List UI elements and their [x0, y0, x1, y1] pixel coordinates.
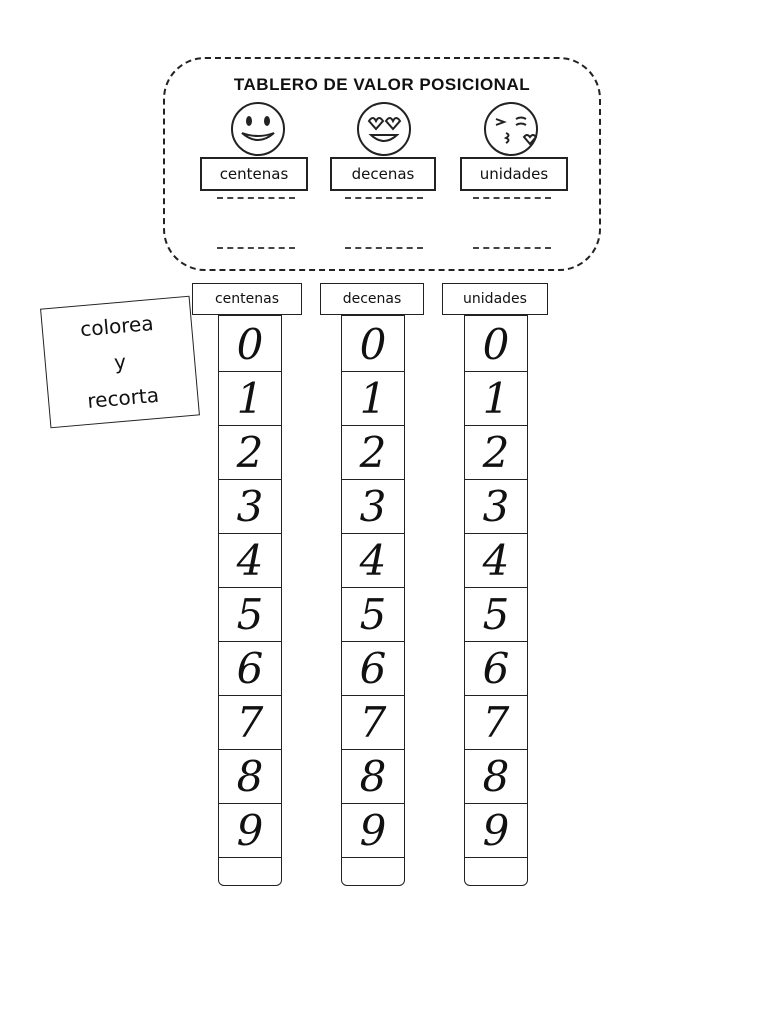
- column-label-decenas: decenas: [320, 283, 424, 315]
- digit-cell: 2: [342, 426, 404, 480]
- smiling-face-icon: [225, 101, 291, 157]
- instruction-line: y: [113, 349, 127, 375]
- digit-cell: 6: [465, 642, 527, 696]
- digit-cell: 0: [465, 318, 527, 372]
- digit-cell: 8: [342, 750, 404, 804]
- heart-eyes-face-icon: [351, 101, 417, 157]
- digit-cell: 2: [465, 426, 527, 480]
- digit-cell: 1: [342, 372, 404, 426]
- digit-cell: 3: [342, 480, 404, 534]
- digit-cell: 1: [219, 372, 281, 426]
- digit-cell: 6: [342, 642, 404, 696]
- digit-cell: 3: [465, 480, 527, 534]
- instruction-line: recorta: [86, 382, 160, 413]
- digit-cell: 8: [219, 750, 281, 804]
- digit-strip-centenas: 0 1 2 3 4 5 6 7 8 9: [218, 315, 282, 886]
- write-line: [345, 197, 423, 199]
- digit-cell: 7: [342, 696, 404, 750]
- digit-cell: 8: [465, 750, 527, 804]
- board-label-decenas: decenas: [330, 157, 436, 191]
- digit-cell: 5: [219, 588, 281, 642]
- digit-cell: 9: [219, 804, 281, 858]
- digit-cell: 4: [219, 534, 281, 588]
- board-label-centenas: centenas: [200, 157, 308, 191]
- instruction-note: colorea y recorta: [40, 295, 200, 429]
- board-label-unidades: unidades: [460, 157, 568, 191]
- digit-cell: 4: [465, 534, 527, 588]
- write-line: [345, 247, 423, 249]
- write-line: [217, 247, 295, 249]
- digit-strip-decenas: 0 1 2 3 4 5 6 7 8 9: [341, 315, 405, 886]
- write-line: [217, 197, 295, 199]
- digit-cell: 5: [465, 588, 527, 642]
- digit-cell: 4: [342, 534, 404, 588]
- digit-strip-unidades: 0 1 2 3 4 5 6 7 8 9: [464, 315, 528, 886]
- write-line: [473, 247, 551, 249]
- digit-cell: 0: [342, 318, 404, 372]
- column-label-unidades: unidades: [442, 283, 548, 315]
- place-value-board: TABLERO DE VALOR POSICIONAL centenas dec…: [163, 57, 601, 271]
- digit-cell: 7: [465, 696, 527, 750]
- digit-cell: 3: [219, 480, 281, 534]
- digit-cell: 9: [342, 804, 404, 858]
- digit-cell: 5: [342, 588, 404, 642]
- instruction-line: colorea: [79, 310, 155, 342]
- digit-cell: 6: [219, 642, 281, 696]
- board-title: TABLERO DE VALOR POSICIONAL: [233, 75, 531, 94]
- kissing-face-icon: [478, 101, 544, 157]
- digit-cell: 7: [219, 696, 281, 750]
- digit-cell: 9: [465, 804, 527, 858]
- digit-cell: 0: [219, 318, 281, 372]
- digit-cell: 1: [465, 372, 527, 426]
- column-label-centenas: centenas: [192, 283, 302, 315]
- write-line: [473, 197, 551, 199]
- digit-cell: 2: [219, 426, 281, 480]
